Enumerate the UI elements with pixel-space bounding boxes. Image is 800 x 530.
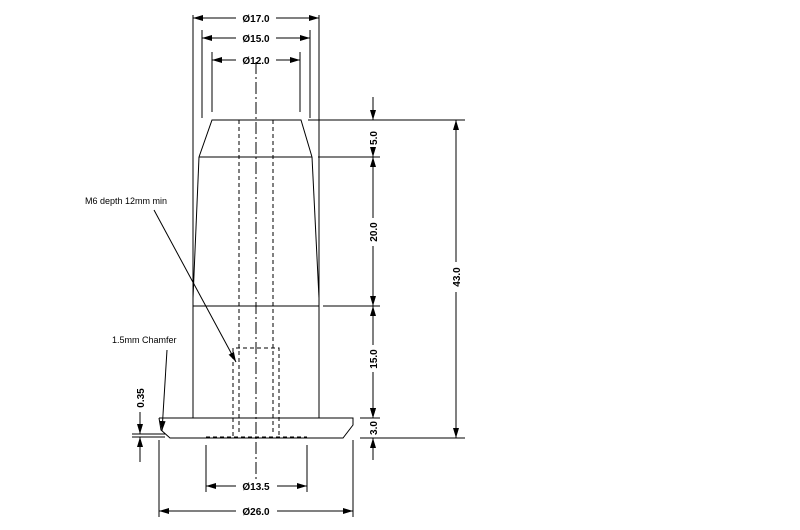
top-dimensions: Ø17.0 Ø15.0 Ø12.0 bbox=[193, 14, 319, 118]
left-dimension: 0.35 bbox=[132, 388, 165, 462]
notes: M6 depth 12mm min 1.5mm Chamfer bbox=[85, 196, 237, 432]
thread-leader bbox=[153, 209, 237, 363]
counterbore bbox=[232, 347, 280, 436]
bottom-dimensions: Ø13.5 Ø26.0 bbox=[158, 440, 354, 518]
dim-0-35: 0.35 bbox=[136, 388, 147, 408]
dim-height-3: 3.0 bbox=[369, 421, 380, 435]
dim-dia-15: Ø15.0 bbox=[242, 34, 270, 45]
dim-height-5: 5.0 bbox=[369, 131, 380, 145]
chamfer-leader bbox=[159, 349, 168, 432]
dim-height-15: 15.0 bbox=[369, 349, 380, 369]
dim-dia-17: Ø17.0 bbox=[242, 14, 270, 25]
dim-height-43: 43.0 bbox=[452, 267, 463, 287]
dim-dia-12: Ø12.0 bbox=[242, 56, 270, 67]
note-thread: M6 depth 12mm min bbox=[85, 196, 167, 206]
taper-left bbox=[192, 156, 200, 299]
hidden-lines bbox=[206, 62, 307, 480]
dim-dia-13-5: Ø13.5 bbox=[242, 482, 270, 493]
right-dimensions: 5.0 20.0 15.0 3.0 43.0 bbox=[308, 97, 465, 460]
taper-right bbox=[311, 156, 320, 299]
tip-profile bbox=[198, 119, 313, 158]
dim-dia-26: Ø26.0 bbox=[242, 507, 270, 518]
note-chamfer: 1.5mm Chamfer bbox=[112, 335, 177, 345]
dim-height-20: 20.0 bbox=[369, 222, 380, 242]
